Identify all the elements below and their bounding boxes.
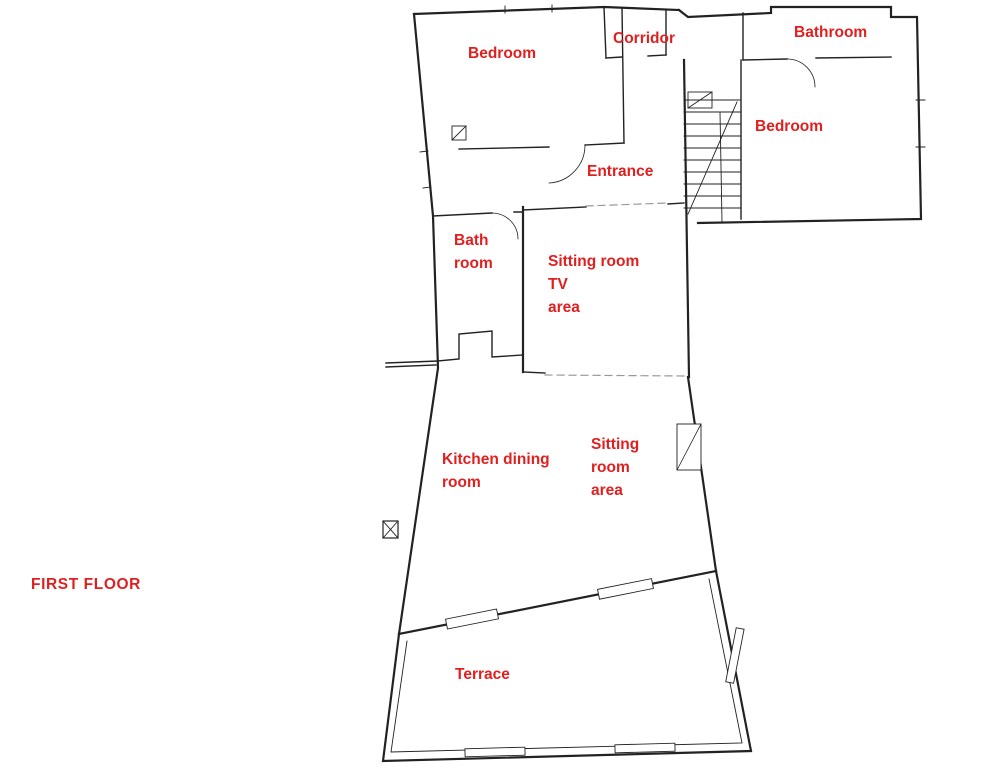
window-ticks-top	[504, 4, 553, 14]
wall-bedroom-bottom-right	[584, 142, 625, 146]
label-line: Sitting room	[548, 253, 640, 270]
stair-treads	[683, 99, 741, 209]
wall-top-bedroom	[412, 5, 681, 16]
window-ticks-left	[419, 150, 432, 189]
room-label-bath-room: Bath room	[454, 229, 493, 275]
wall-bedroom-bottom-left	[458, 146, 550, 150]
label-line: room	[454, 255, 493, 272]
room-label-corridor: Corridor	[613, 27, 675, 50]
wall-bathroom2-top	[432, 211, 524, 217]
wall-left-stub	[385, 360, 439, 368]
terrace-rail-2	[614, 742, 676, 754]
door-arc-bedroom	[548, 144, 586, 184]
label-line: Bathroom	[794, 24, 868, 41]
wall-bathroom-bottom	[742, 56, 892, 61]
wall-sitting-right	[686, 375, 718, 573]
kitchen-window-1	[444, 608, 500, 630]
stair-rail-line	[719, 111, 723, 223]
wall-tv-top-right	[667, 202, 685, 205]
terrace-rail-1	[464, 746, 526, 758]
wall-bedroom-right	[621, 7, 625, 144]
door-arc-bathroom2	[491, 212, 519, 240]
wall-tv-top	[522, 206, 587, 211]
sitting-area-window-diagonal	[676, 423, 702, 471]
label-line: room	[591, 459, 630, 476]
door-arc-bathroom	[786, 58, 816, 88]
stair-landing-diagonal	[687, 91, 713, 109]
wall-stairs-left	[682, 58, 691, 379]
floor-title: FIRST FLOOR	[31, 576, 141, 593]
chimney-cross	[382, 520, 399, 539]
terrace-rail-3	[725, 627, 745, 684]
room-label-entrance: Entrance	[587, 160, 653, 183]
stair-diagonal	[687, 101, 738, 215]
label-line: room	[442, 474, 481, 491]
label-line: Kitchen dining	[442, 451, 550, 468]
room-label-sitting-room-tv: Sitting room TV area	[548, 250, 639, 319]
wall-tv-bottom-stub	[522, 371, 546, 374]
label-line: area	[548, 299, 580, 316]
room-label-bedroom-right: Bedroom	[755, 115, 823, 138]
wall-left-outer	[397, 12, 440, 636]
kitchen-window-2	[597, 578, 654, 600]
opening-tv-sitting	[544, 374, 687, 377]
room-label-terrace: Terrace	[455, 663, 510, 686]
label-line: Bedroom	[468, 45, 537, 62]
terrace-inner-line	[390, 578, 743, 753]
corner-marker-diagonal	[451, 125, 467, 141]
room-label-bedroom-upper: Bedroom	[468, 42, 536, 65]
label-line: Bedroom	[755, 118, 824, 135]
room-label-bathroom-upper: Bathroom	[794, 21, 867, 44]
chimney-marker	[382, 520, 399, 539]
room-label-sitting-room-area: Sitting room area	[591, 433, 639, 502]
label-line: Sitting	[591, 436, 640, 453]
label-line: Corridor	[613, 30, 675, 47]
wall-bathroom2-bottom	[437, 330, 524, 362]
label-line: area	[591, 482, 623, 499]
room-label-kitchen-dining: Kitchen dining room	[442, 448, 550, 494]
opening-entrance-tv	[585, 202, 669, 207]
wall-right-wing	[677, 5, 923, 225]
label-line: Bath	[454, 232, 489, 249]
label-line: TV	[548, 276, 568, 293]
stair-landing-marker	[687, 91, 713, 109]
window-ticks-right	[915, 99, 926, 148]
corner-marker	[451, 125, 467, 141]
label-line: Terrace	[455, 666, 510, 683]
label-line: Entrance	[587, 163, 654, 180]
wall-corridor-bottom	[605, 54, 667, 59]
wall-corridor-left	[603, 6, 607, 59]
